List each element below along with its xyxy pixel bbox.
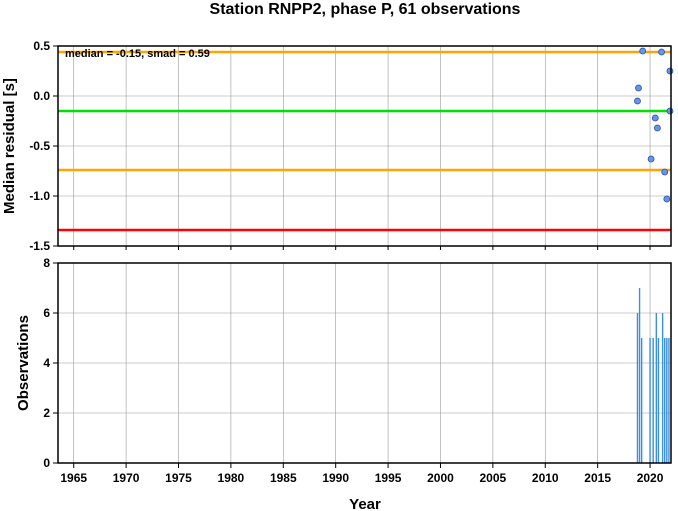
x-tick-labels: 1965 1970 1975 1980 1985 1990 1995 2000 2005 2010… (60, 246, 664, 485)
y-tick-label: 8 (43, 256, 50, 270)
y-tick-label: 0.5 (33, 39, 50, 53)
residual-point (634, 97, 641, 105)
y-tick-label: 2 (43, 406, 50, 420)
observation-bar (638, 288, 641, 463)
observations-y-ticks: 0 2 4 6 8 (43, 256, 58, 470)
y-tick-label: 0.0 (33, 89, 50, 103)
observation-bar (640, 338, 643, 463)
observation-bar (636, 313, 639, 463)
observation-bar (652, 338, 654, 463)
residual-grid (58, 45, 671, 247)
x-tick-label: 1995 (375, 471, 402, 485)
y-tick-label: 0 (43, 456, 50, 470)
observation-bar (666, 338, 668, 463)
x-tick-label: 2010 (532, 471, 559, 485)
observations-y-label: Observations (15, 315, 32, 411)
observation-bar (664, 338, 666, 463)
residual-annotation: median = -0.15, smad = 0.59 (65, 48, 210, 60)
residual-point (658, 48, 665, 56)
residual-point (651, 114, 659, 122)
residual-point (666, 67, 674, 75)
residual-panel: -1.5 -1.0 -0.5 0.0 0.5 median = -0.15, smad … (1, 39, 674, 253)
x-tick-label: 2020 (637, 471, 664, 485)
x-tick-label: 1975 (165, 471, 192, 485)
residual-point (639, 47, 647, 55)
observation-bar (661, 313, 664, 463)
x-tick-label: 1985 (270, 471, 297, 485)
observations-grid (58, 262, 671, 464)
observation-bar (668, 338, 670, 463)
residual-point (653, 124, 661, 132)
x-axis-label: Year (349, 496, 381, 511)
x-tick-label: 1980 (218, 471, 245, 485)
x-tick-label: 2015 (584, 471, 611, 485)
y-tick-label: 4 (43, 356, 50, 370)
x-tick-label: 1990 (322, 471, 349, 485)
residual-y-label: Median residual [s] (1, 78, 18, 214)
y-tick-label: 6 (43, 306, 50, 320)
residual-point (666, 107, 674, 115)
residual-point (647, 155, 655, 163)
residual-point (661, 168, 669, 176)
observation-bar (649, 338, 651, 463)
residual-points (634, 47, 674, 203)
x-tick-label: 2005 (480, 471, 507, 485)
observation-bar (655, 313, 658, 463)
x-tick-label: 2000 (427, 471, 454, 485)
y-tick-label: -0.5 (29, 139, 50, 153)
residual-point (635, 84, 642, 92)
y-tick-label: -1.5 (29, 239, 50, 253)
residual-point (663, 195, 671, 203)
observation-bars (636, 288, 670, 463)
residual-y-ticks: -1.5 -1.0 -0.5 0.0 0.5 (29, 39, 58, 253)
chart-title: Station RNPP2, phase P, 61 observations (210, 1, 521, 18)
x-tick-label: 1970 (113, 471, 140, 485)
y-tick-label: -1.0 (29, 189, 50, 203)
threshold-lines (58, 50, 671, 232)
observations-panel: 0 2 4 6 8 1965 1970 1975 1980 1985 1990 1995 2000 20… (15, 246, 672, 511)
x-tick-label: 1965 (60, 471, 87, 485)
observation-bar (657, 338, 660, 463)
